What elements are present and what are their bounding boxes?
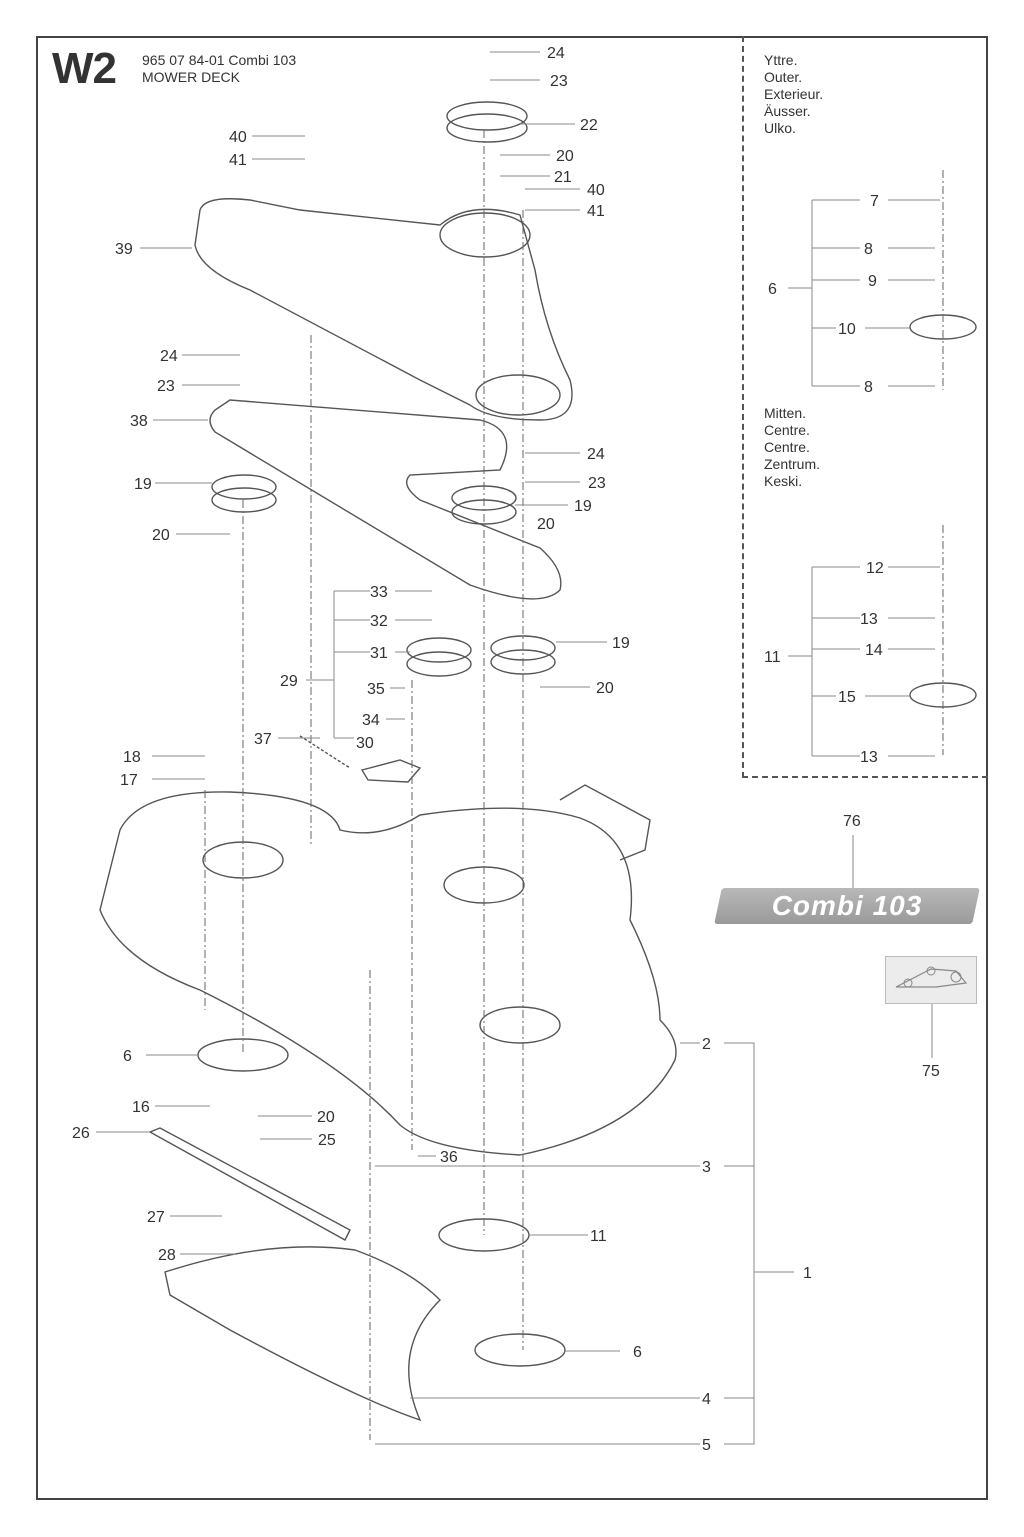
callout-number: 9 [868, 273, 877, 290]
center-label: Keski. [764, 473, 803, 489]
belt-guard-shape [194, 198, 573, 421]
callout-number: 41 [229, 152, 247, 169]
callout-number: 23 [588, 475, 606, 492]
brand-decal-text: Combi 103 [771, 890, 923, 921]
callout-number: 13 [860, 611, 878, 628]
callout-number: 2 [702, 1036, 711, 1053]
callout-number: 29 [280, 673, 298, 690]
outer-label: Outer. [764, 69, 803, 85]
callout-number: 16 [132, 1099, 150, 1116]
callout-number: 26 [72, 1125, 90, 1142]
callout-number: 28 [158, 1247, 176, 1264]
callout-number: 75 [922, 1063, 940, 1080]
callout-number: 39 [115, 241, 133, 258]
callout-number: 76 [843, 813, 861, 830]
belt-routing-thumbnail-drawing [895, 966, 968, 988]
callout-number: 34 [362, 712, 380, 729]
callout-number: 25 [318, 1132, 336, 1149]
callout-number: 6 [768, 281, 777, 298]
callout-number: 7 [870, 193, 879, 210]
callout-number: 23 [157, 378, 175, 395]
callout-number: 17 [120, 772, 138, 789]
outer-label-list: Yttre. Outer. Exterieur. Äusser. Ulko. [764, 52, 823, 137]
callout-number: 20 [537, 516, 555, 533]
outer-label: Yttre. [764, 52, 798, 68]
callout-number: 24 [160, 348, 178, 365]
callout-number: 10 [838, 321, 856, 338]
center-label-list: Mitten. Centre. Centre. Zentrum. Keski. [764, 405, 820, 490]
callout-number: 12 [866, 560, 884, 577]
callout-number: 32 [370, 613, 388, 630]
part-number-line: 965 07 84-01 Combi 103 [142, 52, 297, 68]
blade-shape [148, 1127, 351, 1241]
v-belt-shape [209, 399, 562, 600]
outer-label: Äusser. [764, 103, 811, 119]
callout-number: 33 [370, 584, 388, 601]
callout-number: 19 [574, 498, 592, 515]
callout-number: 8 [864, 241, 873, 258]
callout-number: 1 [803, 1265, 812, 1282]
callout-labels: 24 23 22 20 21 40 41 40 41 39 24 23 38 1… [72, 45, 940, 1454]
callout-number: 20 [317, 1109, 335, 1126]
callout-number: 35 [367, 681, 385, 698]
callout-number: 18 [123, 749, 141, 766]
callout-number: 4 [702, 1391, 711, 1408]
callout-number: 6 [633, 1344, 642, 1361]
callout-number: 3 [702, 1159, 711, 1176]
callout-number: 19 [612, 635, 630, 652]
center-label: Zentrum. [764, 456, 821, 472]
callout-number: 21 [554, 169, 572, 186]
callout-number: 40 [587, 182, 605, 199]
assembly-title: MOWER DECK [142, 69, 240, 85]
outer-label: Exterieur. [764, 86, 824, 102]
callout-number: 15 [838, 689, 856, 706]
callout-number: 37 [254, 731, 272, 748]
section-code: W2 [52, 44, 117, 93]
center-label: Centre. [764, 439, 810, 455]
belt-routing-decal-thumbnail [885, 956, 977, 1004]
callout-number: 40 [229, 129, 247, 146]
callout-number: 23 [550, 73, 568, 90]
callout-number: 8 [864, 379, 873, 396]
callout-number: 6 [123, 1048, 132, 1065]
callout-number: 20 [152, 527, 170, 544]
deck-baffle-shape [164, 1246, 441, 1422]
callout-number: 19 [134, 476, 152, 493]
callout-number: 24 [587, 446, 605, 463]
callout-number: 22 [580, 117, 598, 134]
callout-number: 30 [356, 735, 374, 752]
callout-number: 20 [596, 680, 614, 697]
spindle-variants-box [742, 36, 988, 778]
callout-number: 13 [860, 749, 878, 766]
callout-number: 24 [547, 45, 565, 62]
callout-number: 36 [440, 1149, 458, 1166]
center-label: Centre. [764, 422, 810, 438]
callout-number: 41 [587, 203, 605, 220]
callout-number: 27 [147, 1209, 165, 1226]
callout-number: 11 [764, 649, 781, 666]
callout-number: 14 [865, 642, 883, 659]
callout-number: 31 [370, 645, 388, 662]
callout-number: 5 [702, 1437, 711, 1454]
callout-number: 11 [590, 1228, 607, 1245]
callout-number: 38 [130, 413, 148, 430]
outer-label: Ulko. [764, 120, 796, 136]
mower-deck-shape [99, 791, 677, 1156]
center-label: Mitten. [764, 405, 807, 421]
page-frame [36, 36, 988, 1500]
callout-number: 20 [556, 148, 574, 165]
